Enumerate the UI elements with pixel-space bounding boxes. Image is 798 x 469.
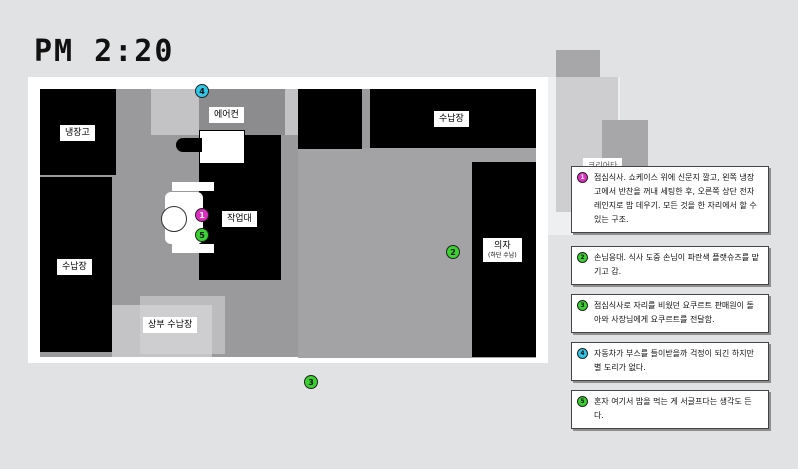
- note-4-marker: 4: [577, 348, 588, 359]
- note-2: 2 손님응대. 식사 도중 손님이 파란색 플랫슈즈를 맡기고 감.: [571, 246, 769, 285]
- aircon-label: 에어컨: [209, 107, 244, 123]
- note-1-text: 점심식사. 쇼케이스 위에 신문지 깔고, 왼쪽 냉장고에서 반찬을 꺼내 세팅…: [594, 173, 757, 224]
- fridge-label: 냉장고: [60, 125, 95, 141]
- note-1: 1 점심식사. 쇼케이스 위에 신문지 깔고, 왼쪽 냉장고에서 반찬을 꺼내 …: [571, 166, 769, 233]
- marker-2[interactable]: 2: [446, 245, 460, 259]
- marker-5[interactable]: 5: [195, 228, 209, 242]
- note-5-text: 혼자 여기서 밥을 먹는 게 서글프다는 생각도 든다.: [594, 397, 752, 420]
- background-structure: [556, 50, 600, 78]
- worktable-handle: [176, 138, 202, 152]
- note-5: 5 혼자 여기서 밥을 먹는 게 서글프다는 생각도 든다.: [571, 390, 769, 429]
- note-3-text: 점심식사로 자리를 비웠던 요쿠르트 판매원이 돌아와 사장님에게 요쿠르트를 …: [594, 301, 754, 324]
- storage-top-label: 수납장: [434, 111, 469, 127]
- marker-1[interactable]: 1: [195, 208, 209, 222]
- marker-4[interactable]: 4: [195, 84, 209, 98]
- storage-left-label: 수납장: [57, 259, 92, 275]
- upper-storage-label: 상부 수납장: [143, 317, 198, 333]
- note-1-marker: 1: [577, 172, 588, 183]
- note-3-marker: 3: [577, 300, 588, 311]
- note-4-text: 자동차가 부스를 들이받을까 걱정이 되긴 하지만 별 도리가 없다.: [594, 349, 754, 372]
- note-4: 4 자동차가 부스를 들이받을까 걱정이 되긴 하지만 별 도리가 없다.: [571, 342, 769, 381]
- marker-3[interactable]: 3: [304, 375, 318, 389]
- time-title: PM 2:20: [34, 34, 175, 69]
- storage-top-small: [298, 89, 362, 149]
- note-5-marker: 5: [577, 396, 588, 407]
- counter-bar: [172, 182, 214, 191]
- worktable-cutout: [199, 130, 245, 164]
- note-2-text: 손님응대. 식사 도중 손님이 파란색 플랫슈즈를 맡기고 감.: [594, 253, 759, 276]
- note-2-marker: 2: [577, 252, 588, 263]
- chair-label: 의자 (하단 수납): [483, 238, 522, 262]
- chair-label-sub: (하단 수납): [488, 252, 517, 259]
- stool-circle: [161, 206, 187, 232]
- chair-label-main: 의자: [494, 241, 511, 251]
- worktable-label: 작업대: [222, 211, 257, 227]
- counter-bar: [172, 244, 214, 253]
- note-3: 3 점심식사로 자리를 비웠던 요쿠르트 판매원이 돌아와 사장님에게 요쿠르트…: [571, 294, 769, 333]
